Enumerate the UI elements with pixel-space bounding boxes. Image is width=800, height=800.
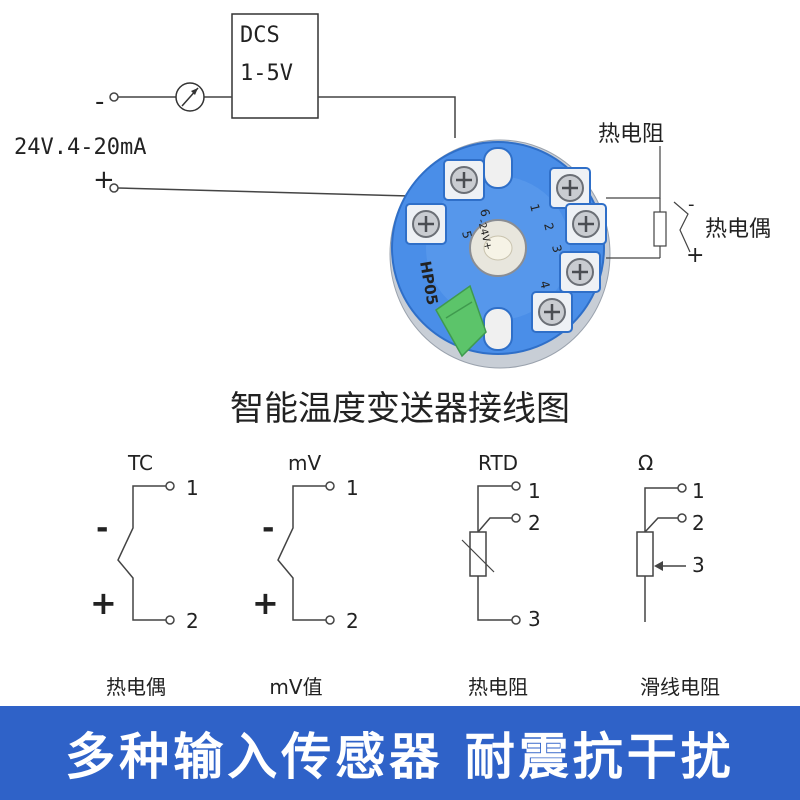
banner-text: 多种输入传感器 耐震抗干扰 bbox=[65, 728, 735, 786]
terminal-label-2: 2 bbox=[541, 221, 556, 232]
sensor-tc: TC 1 2 - + 热电偶 bbox=[90, 451, 199, 699]
sensor-caption: mV值 bbox=[269, 675, 322, 699]
pin-label: 3 bbox=[692, 553, 705, 577]
sensor-caption: 热电阻 bbox=[468, 675, 528, 699]
mount-hole-bottom bbox=[483, 307, 513, 351]
terminal-label-5: 5 bbox=[459, 229, 474, 240]
plus-sign: + bbox=[90, 584, 117, 622]
ammeter-icon bbox=[175, 82, 205, 112]
dcs-label: DCS bbox=[240, 23, 280, 48]
mount-hole-top bbox=[483, 147, 513, 189]
transmitter-module: HP05 5 6 -24V+ 1 2 3 4 bbox=[389, 139, 611, 369]
pin-label: 2 bbox=[346, 609, 359, 633]
screw-terminal bbox=[531, 291, 573, 333]
minus-sign: - bbox=[262, 511, 274, 546]
sensor-mv: mV 1 2 - + mV值 bbox=[252, 451, 359, 699]
screw-terminal bbox=[549, 167, 591, 209]
screw-terminal bbox=[559, 251, 601, 293]
screw-terminal bbox=[565, 203, 607, 245]
tc-plus-sign: + bbox=[686, 243, 704, 268]
pin-label: 1 bbox=[692, 479, 705, 503]
sensor-type-label: Ω bbox=[638, 451, 653, 475]
terminal-label-6: 6 bbox=[477, 207, 492, 218]
pin-label: 3 bbox=[528, 607, 541, 631]
terminal-label-3: 3 bbox=[549, 243, 564, 254]
terminal-label-1: 1 bbox=[527, 202, 542, 213]
pin-label: 2 bbox=[528, 511, 541, 535]
diagram-title: 智能温度变送器接线图 bbox=[230, 389, 570, 429]
pin-label: 2 bbox=[692, 511, 705, 535]
sensor-type-label: TC bbox=[127, 451, 153, 475]
pin-label: 2 bbox=[186, 609, 199, 633]
sensor-caption: 滑线电阻 bbox=[640, 675, 720, 699]
supply-plus-sign: + bbox=[93, 165, 115, 195]
dcs-range-label: 1-5V bbox=[240, 61, 293, 86]
sensor-wiring-right bbox=[606, 146, 691, 259]
dcs-box: DCS 1-5V bbox=[231, 13, 319, 119]
rtd-resistor-symbol bbox=[653, 211, 667, 247]
plus-sign: + bbox=[252, 584, 279, 622]
tc-label-right: 热电偶 bbox=[705, 217, 771, 242]
sensor-type-label: RTD bbox=[478, 451, 518, 475]
pin-label: 1 bbox=[528, 479, 541, 503]
supply-minus-sign: - bbox=[95, 87, 104, 117]
supply-wiring bbox=[117, 96, 456, 197]
sensor-caption: 热电偶 bbox=[106, 675, 166, 699]
rtd-label-top: 热电阻 bbox=[598, 122, 664, 147]
pin-label: 1 bbox=[186, 476, 199, 500]
supply-label: 24V.4-20mA bbox=[14, 135, 146, 160]
supply-plus-terminal bbox=[109, 183, 119, 193]
supply-minus-terminal bbox=[109, 92, 119, 102]
pin-label: 1 bbox=[346, 476, 359, 500]
sensor-type-label: mV bbox=[288, 451, 321, 475]
sensor-slide-wire: Ω 1 2 3 滑线电阻 bbox=[636, 451, 720, 699]
tc-minus-sign: - bbox=[688, 194, 695, 215]
wiring-diagram: DCS 1-5V - + 24V.4-20mA HP05 5 bbox=[14, 13, 771, 699]
terminal-label-4: 4 bbox=[537, 279, 552, 290]
feature-banner: 多种输入传感器 耐震抗干扰 bbox=[0, 706, 800, 800]
minus-sign: - bbox=[96, 511, 108, 546]
sensor-rtd: RTD 1 2 3 热电阻 bbox=[461, 451, 541, 699]
screw-terminal bbox=[443, 159, 485, 201]
green-connector bbox=[435, 284, 487, 358]
screw-terminal bbox=[405, 203, 447, 245]
